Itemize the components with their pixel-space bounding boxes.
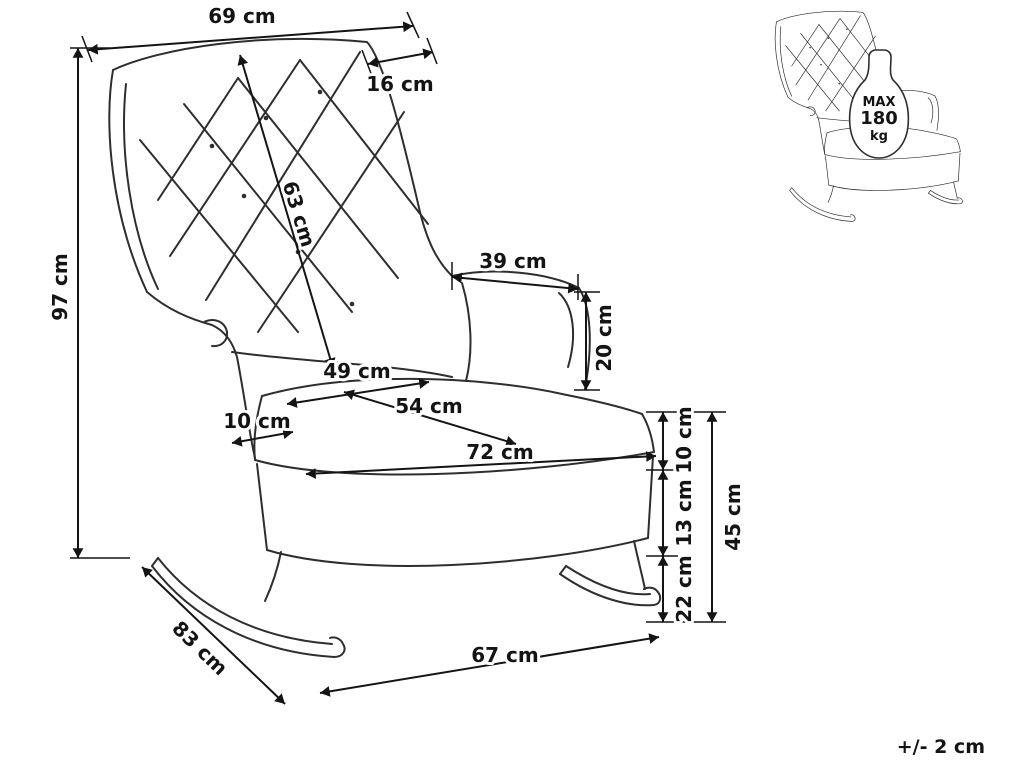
chair-armrest-inner bbox=[461, 282, 472, 382]
tuft-line bbox=[183, 103, 353, 313]
tuft-button bbox=[349, 301, 355, 307]
chair-left-arm-scroll bbox=[203, 319, 229, 348]
chair-rocker-right-top bbox=[565, 565, 651, 596]
tuft-button bbox=[241, 193, 247, 199]
dim-back-top-depth: 16 cm bbox=[363, 48, 437, 99]
dim-back-width: 69 cm bbox=[87, 1, 414, 55]
dim-label-seat-height: 45 cm bbox=[721, 483, 745, 551]
chair-armrest-outer bbox=[578, 287, 591, 390]
dim-line-back-width bbox=[87, 21, 414, 55]
tuft-button bbox=[209, 143, 215, 149]
dim-line-seat-diagonal bbox=[343, 389, 517, 447]
chair-leg-front-right bbox=[633, 540, 646, 590]
dim-label-back-width: 69 cm bbox=[208, 4, 276, 28]
chair-rocker-left-rear bbox=[151, 557, 159, 567]
max-load-unit: kg bbox=[870, 129, 888, 144]
dim-front-edge-depth: 10 cm bbox=[220, 406, 294, 447]
dim-total-height: 97 cm bbox=[45, 48, 84, 558]
dim-label-seat-diagonal: 54 cm bbox=[395, 394, 463, 418]
chair-base-right bbox=[647, 455, 654, 539]
chair-back-left-edge bbox=[108, 69, 148, 293]
chair-back-left-seam bbox=[123, 83, 159, 290]
dim-label-armrest-length: 39 cm bbox=[479, 249, 547, 273]
dim-line-armrest-length bbox=[451, 272, 579, 294]
vase-icon bbox=[848, 49, 910, 159]
dim-line-front-edge-depth bbox=[231, 428, 294, 447]
dim-label-armrest-height: 20 cm bbox=[592, 304, 616, 372]
extension-ticks bbox=[70, 11, 726, 623]
tick bbox=[426, 37, 438, 65]
chair-base-left bbox=[256, 463, 268, 551]
dim-label-back-top-depth: 16 cm bbox=[366, 72, 434, 96]
tuft-line bbox=[237, 77, 399, 279]
dim-armrest-height: 20 cm bbox=[580, 292, 619, 390]
chair-leg-front-left bbox=[264, 551, 282, 602]
chair-seat-front-edge bbox=[254, 451, 655, 476]
dim-line-backrest-diagonal bbox=[237, 54, 336, 369]
tolerance-note: +/- 2 cm bbox=[897, 736, 985, 758]
dim-base-height: 13 cm bbox=[657, 470, 699, 556]
dim-label-backrest-diagonal: 63 cm bbox=[278, 178, 321, 250]
chair-left-wing bbox=[146, 291, 256, 459]
chair-armrest-scroll bbox=[558, 292, 575, 368]
dim-total-depth: 83 cm bbox=[141, 566, 286, 705]
chair-seat-right-edge bbox=[641, 413, 655, 453]
dim-seat-front-width: 72 cm bbox=[305, 437, 657, 479]
dim-label-total-height: 97 cm bbox=[48, 253, 72, 321]
dim-label-front-edge-depth: 10 cm bbox=[223, 409, 291, 433]
chair-drawing bbox=[108, 37, 662, 658]
tuft-button bbox=[317, 89, 323, 95]
dim-line-back-top-depth bbox=[367, 48, 434, 68]
tuft-line bbox=[205, 51, 361, 301]
dim-backrest-diagonal: 63 cm bbox=[237, 54, 336, 369]
max-load-word: MAX bbox=[862, 95, 895, 110]
dim-label-cushion-thickness: 10 cm bbox=[672, 406, 696, 474]
dim-seat-diagonal: 54 cm bbox=[343, 389, 517, 447]
chair-rocker-right-rear bbox=[559, 565, 567, 575]
dim-line-seat-front-width bbox=[305, 451, 657, 479]
chair-base-bottom bbox=[266, 537, 649, 567]
dim-line-total-depth bbox=[141, 566, 286, 705]
max-load-inset: MAX 180 kg bbox=[774, 10, 963, 222]
max-load-value: 180 bbox=[860, 108, 898, 129]
tick bbox=[406, 11, 420, 39]
dim-label-base-width: 67 cm bbox=[471, 643, 539, 667]
tuft-button bbox=[263, 115, 269, 121]
dim-seat-height: 45 cm bbox=[706, 412, 748, 622]
dim-cushion-thickness: 10 cm bbox=[657, 403, 699, 477]
dim-label-rocker-height: 22 cm bbox=[672, 555, 696, 623]
dim-armrest-length: 39 cm bbox=[451, 246, 579, 294]
dim-line-base-width bbox=[319, 633, 660, 697]
dim-label-seat-front-width: 72 cm bbox=[466, 440, 534, 464]
dim-label-base-height: 13 cm bbox=[672, 479, 696, 547]
tick bbox=[81, 35, 93, 63]
dim-label-seat-depth: 49 cm bbox=[323, 359, 391, 383]
tuft-line bbox=[157, 77, 239, 201]
tuft-line bbox=[169, 59, 301, 257]
dim-rocker-height: 22 cm bbox=[657, 552, 699, 626]
dim-base-width: 67 cm bbox=[319, 633, 660, 697]
dim-seat-depth: 49 cm bbox=[286, 356, 430, 408]
